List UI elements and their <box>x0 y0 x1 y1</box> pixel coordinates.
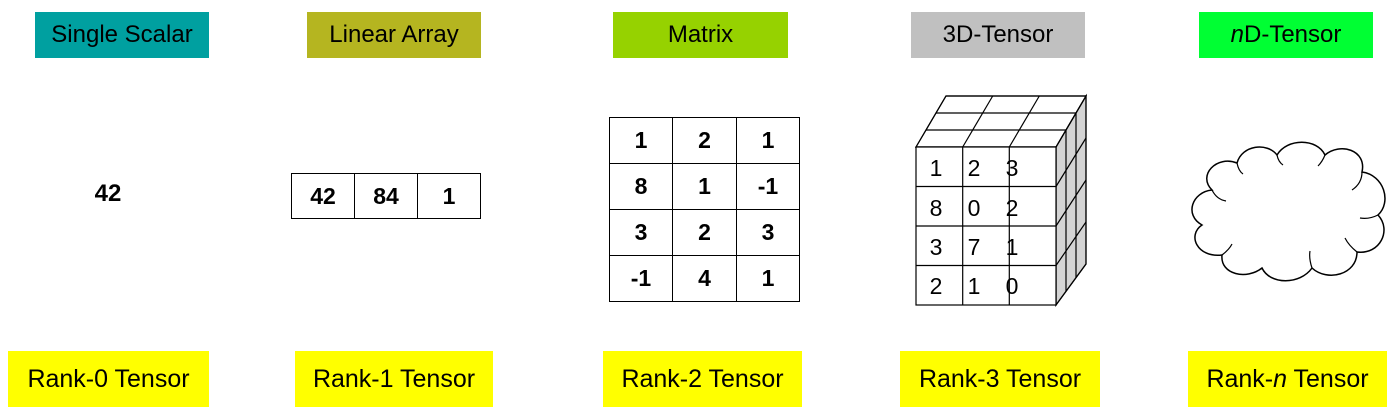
matrix-cell: 1 <box>609 117 673 164</box>
matrix-cell: 2 <box>672 209 737 256</box>
tensor3-cell: 2 <box>1006 195 1019 221</box>
array-cell: 84 <box>354 173 418 219</box>
rank-n-italic: n <box>1273 365 1288 393</box>
tensor3-cell: 0 <box>968 195 981 221</box>
array-cell: 1 <box>417 173 481 219</box>
rank-1-label: Rank-1 Tensor <box>295 351 493 407</box>
rank-n-suffix: Tensor <box>1287 365 1369 393</box>
tensor3-cell: 0 <box>1006 273 1019 299</box>
tensor3-cell: 8 <box>930 195 943 221</box>
header-linear-array: Linear Array <box>307 12 481 58</box>
tensor3-cell: 7 <box>968 234 981 260</box>
rank-3-label: Rank-3 Tensor <box>900 351 1100 407</box>
rank-2-label: Rank-2 Tensor <box>603 351 802 407</box>
matrix-cell: 2 <box>672 117 737 164</box>
matrix-cell: -1 <box>736 163 800 210</box>
array-cell: 42 <box>291 173 355 219</box>
tensor3-cell: 1 <box>968 273 981 299</box>
rank-n-label: Rank-n Tensor <box>1188 351 1387 407</box>
header-nd-italic: n <box>1230 21 1244 48</box>
matrix-cell: 4 <box>672 255 737 302</box>
tensor3-cell: 2 <box>930 273 943 299</box>
matrix-cell: 3 <box>609 209 673 256</box>
matrix-cell: 1 <box>672 163 737 210</box>
matrix-cell: 1 <box>736 117 800 164</box>
rank-n-prefix: Rank- <box>1206 365 1274 393</box>
scalar-value: 42 <box>94 180 122 207</box>
header-nd-rest: D-Tensor <box>1244 21 1342 48</box>
tensor3-cell: 1 <box>1006 234 1019 260</box>
rank-0-label: Rank-0 Tensor <box>8 351 209 407</box>
cloud-icon <box>1191 141 1386 282</box>
header-matrix: Matrix <box>613 12 788 58</box>
tensor3-cell: 3 <box>930 234 943 260</box>
header-3d-tensor: 3D-Tensor <box>911 12 1085 58</box>
tensor3-cell: 2 <box>968 155 981 181</box>
matrix-cell: 3 <box>736 209 800 256</box>
header-single-scalar: Single Scalar <box>35 12 209 58</box>
matrix-cell: -1 <box>609 255 673 302</box>
matrix-cell: 8 <box>609 163 673 210</box>
cube-icon: 1 2 3 8 0 2 3 7 1 2 1 0 <box>914 93 1088 307</box>
header-nd-tensor: nD-Tensor <box>1199 12 1373 58</box>
tensor3-cell: 3 <box>1006 155 1019 181</box>
matrix-cell: 1 <box>736 255 800 302</box>
tensor3-cell: 1 <box>930 155 943 181</box>
